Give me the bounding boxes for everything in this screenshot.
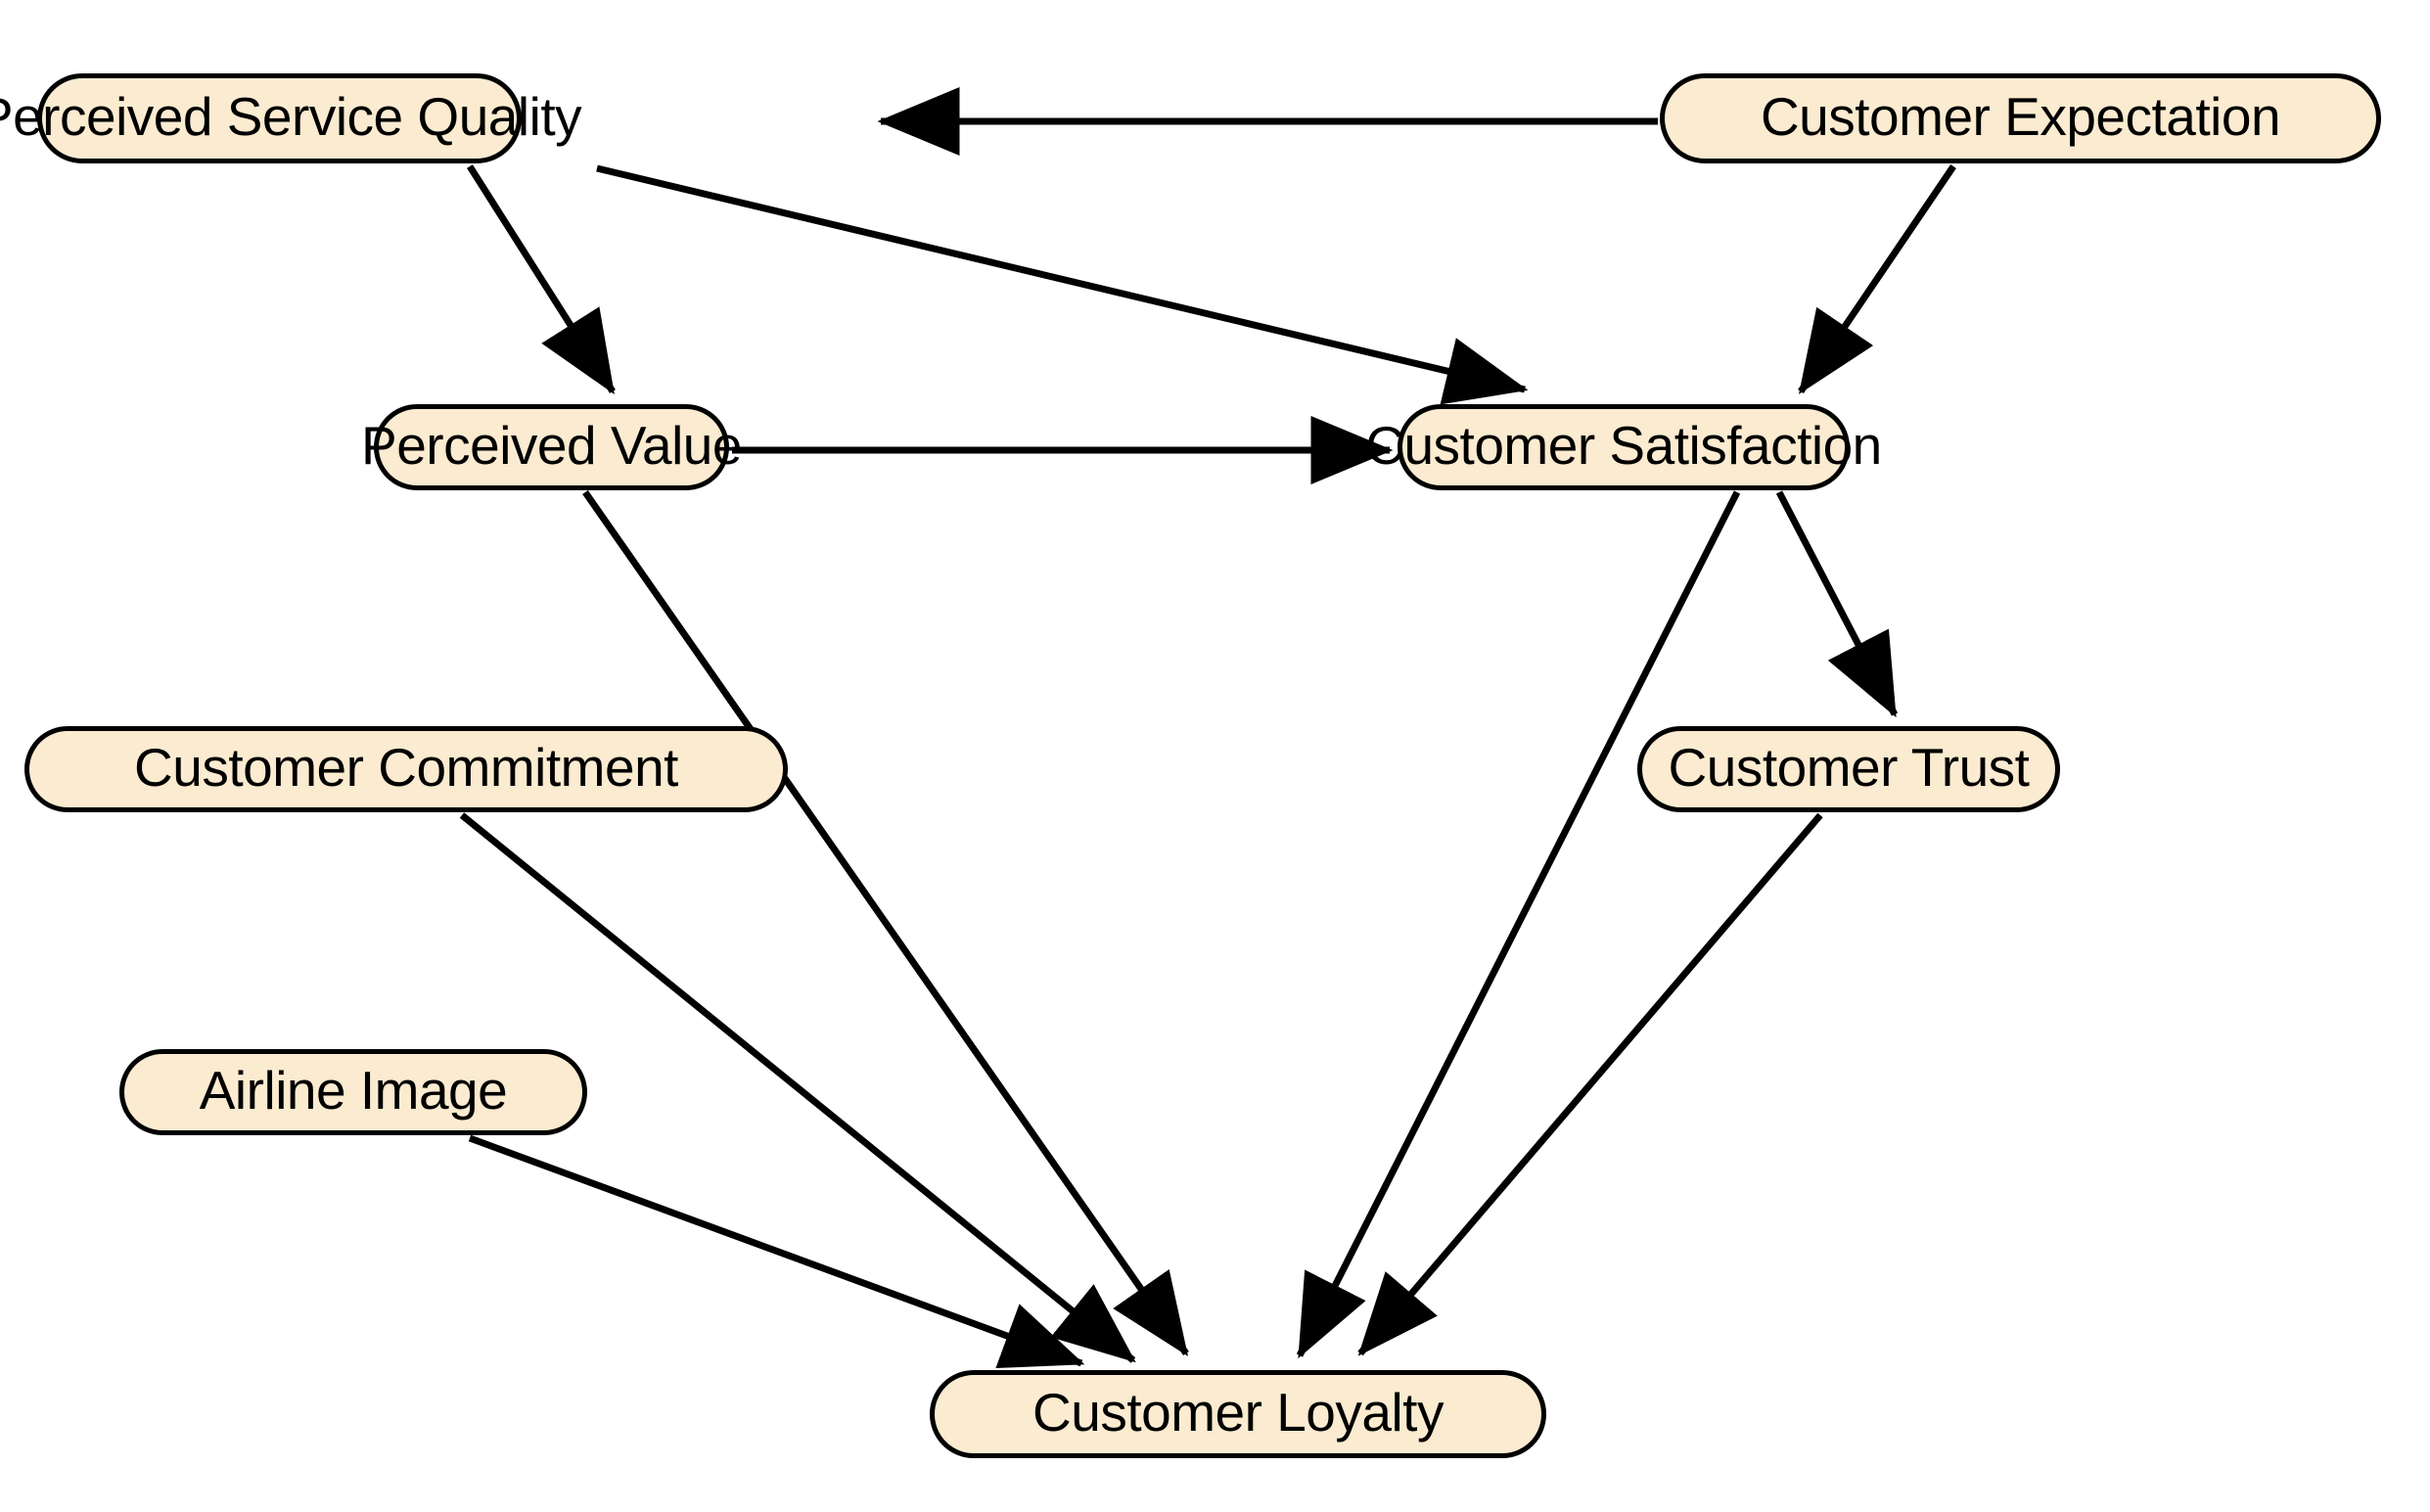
edge-customer-satisfaction-to-customer-loyalty — [1296, 490, 1741, 1359]
node-customer-expectation[interactable]: Customer Expectation — [1660, 73, 2381, 163]
node-label-customer-expectation: Customer Expectation — [1760, 85, 2281, 147]
node-label-perceived-value: Perceived Value — [361, 414, 742, 476]
edge-customer-satisfaction-to-customer-trust — [1775, 490, 1899, 718]
node-customer-trust[interactable]: Customer Trust — [1637, 726, 2060, 812]
node-perceived-value[interactable]: Perceived Value — [361, 404, 742, 490]
edge-perceived-service-quality-to-customer-satisfaction — [596, 164, 1529, 405]
node-label-airline-image: Airline Image — [199, 1059, 508, 1121]
node-label-customer-commitment: Customer Commitment — [134, 736, 678, 798]
edge-perceived-value-to-customer-loyalty — [582, 489, 1189, 1356]
node-label-customer-trust: Customer Trust — [1668, 736, 2030, 798]
node-label-customer-satisfaction: Customer Satisfaction — [1365, 414, 1882, 476]
node-label-customer-loyalty: Customer Loyalty — [1032, 1381, 1444, 1443]
edge-customer-commitment-to-customer-loyalty — [459, 812, 1136, 1363]
node-customer-satisfaction[interactable]: Customer Satisfaction — [1365, 404, 1882, 490]
edge-perceived-service-quality-to-perceived-value — [467, 164, 616, 394]
edge-customer-expectation-to-customer-satisfaction — [1798, 164, 1956, 394]
edge-airline-image-to-customer-loyalty — [468, 1134, 1085, 1369]
node-customer-loyalty[interactable]: Customer Loyalty — [930, 1370, 1546, 1458]
node-airline-image[interactable]: Airline Image — [119, 1049, 587, 1135]
node-label-perceived-service-quality: Perceived Service Quality — [0, 85, 582, 147]
edge-customer-trust-to-customer-loyalty — [1357, 812, 1823, 1356]
node-customer-commitment[interactable]: Customer Commitment — [24, 726, 788, 812]
node-perceived-service-quality[interactable]: Perceived Service Quality — [0, 73, 582, 163]
